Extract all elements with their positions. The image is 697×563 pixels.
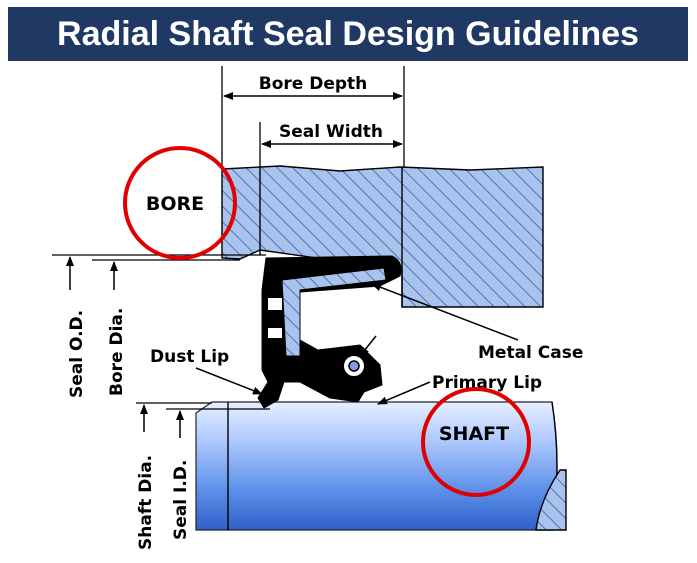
metal-case-label: Metal Case xyxy=(478,343,583,363)
bore-dia-dimension: Bore Dia. xyxy=(92,259,240,396)
dust-lip-callout: Dust Lip xyxy=(150,347,263,395)
seal-width-dimension: Seal Width xyxy=(259,120,403,166)
spring-pointer xyxy=(359,335,377,357)
dust-lip-label: Dust Lip xyxy=(150,347,229,367)
shaft xyxy=(195,401,567,531)
bore-label: BORE xyxy=(146,193,204,215)
seal-od-dimension: Seal O.D. xyxy=(52,254,266,398)
bore-dia-label: Bore Dia. xyxy=(107,308,127,396)
shaft-highlight-circle xyxy=(421,387,531,497)
seal-od-label: Seal O.D. xyxy=(67,310,87,398)
shaft-dia-label: Shaft Dia. xyxy=(136,455,156,550)
shaft-label: SHAFT xyxy=(439,423,509,445)
diagram-title: Radial Shaft Seal Design Guidelines xyxy=(8,7,688,61)
primary-lip-label: Primary Lip xyxy=(432,373,542,393)
radial-shaft-seal xyxy=(257,255,402,409)
bore-callout: BORE xyxy=(123,146,237,260)
seal-width-label: Seal Width xyxy=(279,122,383,142)
bore-depth-label: Bore Depth xyxy=(259,74,368,94)
metal-case-callout: Metal Case xyxy=(371,283,583,363)
bore-housing xyxy=(221,165,544,308)
shaft-dia-dimension: Shaft Dia. xyxy=(136,402,212,550)
bore-highlight-circle xyxy=(123,146,237,260)
shaft-callout: SHAFT xyxy=(421,387,531,497)
seal-id-label: Seal I.D. xyxy=(171,460,191,540)
seal-id-dimension: Seal I.D. xyxy=(166,408,270,540)
primary-lip-callout: Primary Lip xyxy=(377,373,542,405)
bore-depth-dimension: Bore Depth xyxy=(221,66,405,169)
